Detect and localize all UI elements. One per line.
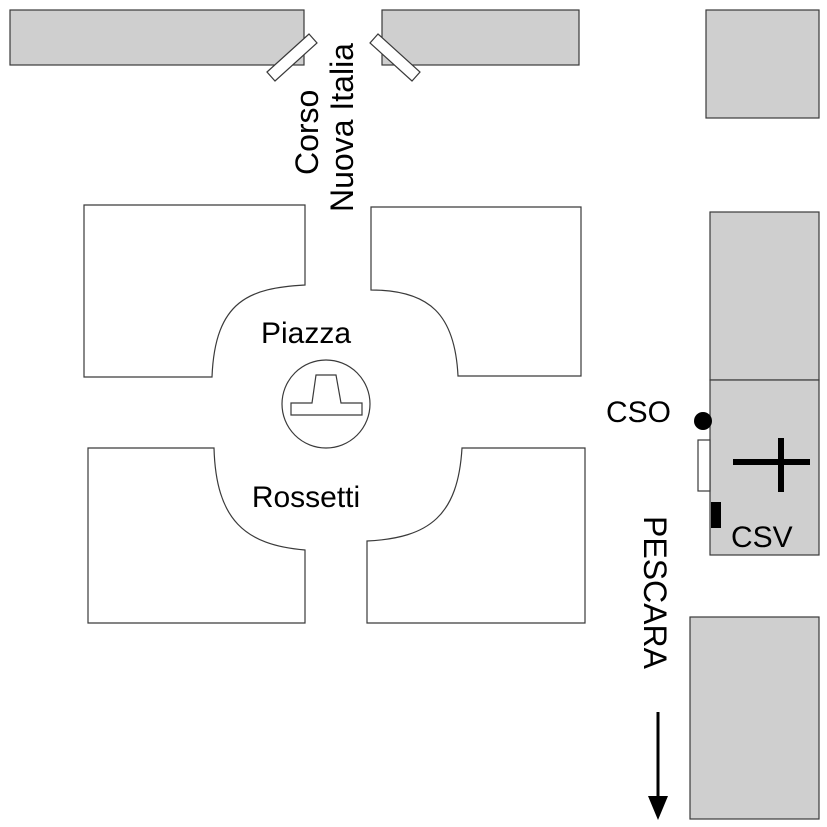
church-entrance <box>697 439 711 492</box>
street-label-corso: Corso <box>289 90 325 175</box>
building-top-right <box>705 9 820 119</box>
cso-marker <box>694 412 712 430</box>
building-top-middle <box>381 9 580 66</box>
building-right-church <box>709 379 820 556</box>
arrow-down-icon <box>648 712 668 820</box>
gate-right <box>369 33 421 82</box>
block-north-east <box>370 206 582 377</box>
csv-marker <box>711 502 721 528</box>
block-north-west <box>83 204 306 378</box>
building-bottom-right <box>689 616 820 820</box>
direction-label: PESCARA <box>637 516 673 670</box>
square-label-rossetti: Rossetti <box>252 481 360 514</box>
building-right-upper <box>709 211 820 381</box>
cross-icon <box>733 438 810 492</box>
cso-label: CSO <box>606 396 671 429</box>
block-south-east <box>366 447 586 624</box>
csv-label: CSV <box>731 521 793 554</box>
street-label-nuova-italia: Nuova Italia <box>324 43 360 212</box>
block-south-west <box>87 447 306 624</box>
square-label-piazza: Piazza <box>261 317 351 350</box>
monument-icon <box>290 374 363 416</box>
building-top-left <box>9 9 305 66</box>
gate-left <box>266 33 318 82</box>
